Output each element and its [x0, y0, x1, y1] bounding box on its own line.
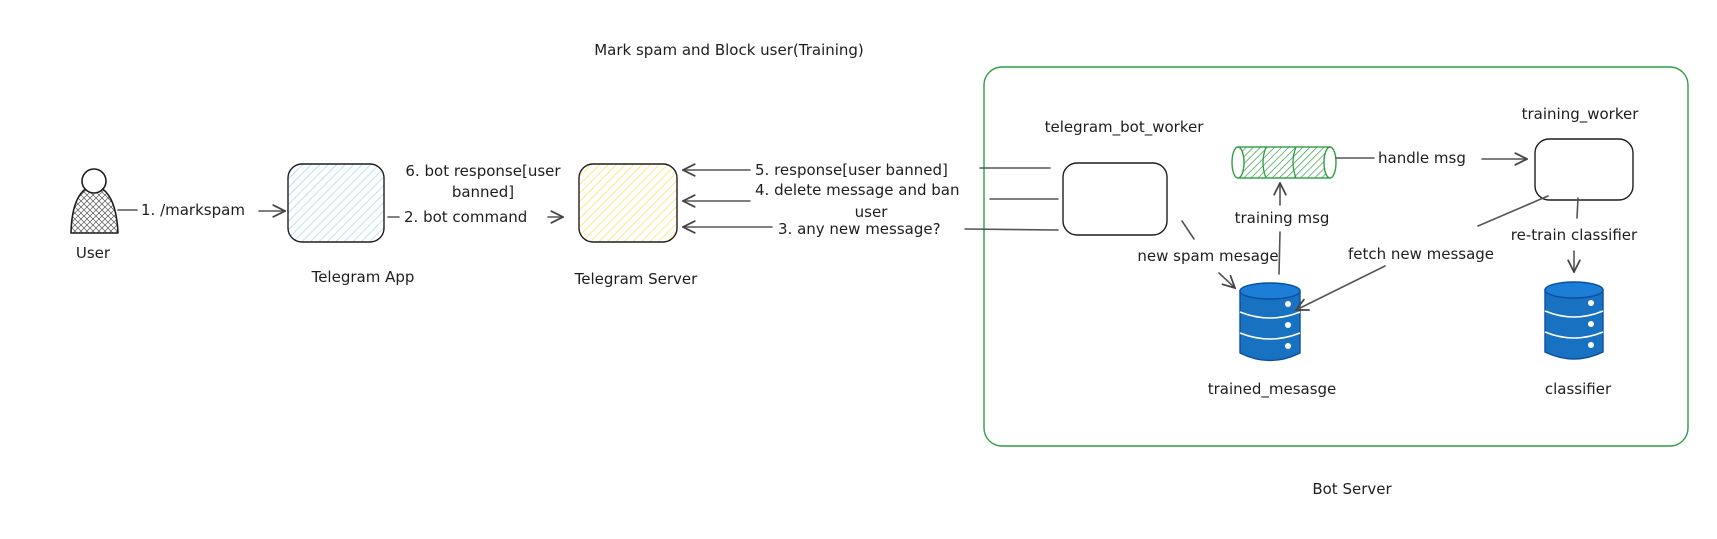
- edge-fetch-arrow: [1296, 265, 1386, 310]
- training-worker-label: training_worker: [1522, 105, 1640, 124]
- edge-handle-msg-label: handle msg: [1378, 149, 1466, 167]
- edge-new-spam-label: new spam mesage: [1137, 247, 1278, 265]
- edge-retrain-label: re-train classifier: [1511, 226, 1638, 244]
- telegram-bot-worker-box[interactable]: [1062, 162, 1168, 236]
- bot-server-label: Bot Server: [1312, 480, 1392, 498]
- edge-any-new-line-b: [964, 228, 1059, 231]
- bot-server-group: [983, 66, 1689, 447]
- trained-message-database-icon: [1239, 282, 1301, 362]
- edge-bot-response-label-1: 6. bot response[user: [405, 162, 561, 180]
- user-label: User: [76, 244, 111, 262]
- telegram-server-label: Telegram Server: [574, 270, 699, 288]
- user-actor-icon: [70, 168, 119, 234]
- telegram-bot-worker-label: telegram_bot_worker: [1045, 118, 1205, 137]
- diagram-title: Mark spam and Block user(Training): [594, 41, 864, 59]
- edge-bot-response-label-2: banned]: [452, 183, 514, 201]
- edge-bot-command-label: 2. bot command: [404, 208, 527, 226]
- training-worker-box[interactable]: [1534, 138, 1634, 201]
- telegram-app-box[interactable]: [287, 163, 385, 243]
- training-msg-label: training msg: [1235, 209, 1330, 227]
- classifier-label: classifier: [1545, 380, 1612, 398]
- edge-delete-label-1: 4. delete message and ban: [755, 181, 960, 199]
- edge-response-label: 5. response[user banned]: [755, 161, 948, 179]
- telegram-app-label: Telegram App: [311, 268, 415, 286]
- classifier-database-icon: [1544, 281, 1604, 360]
- edge-new-spam-line-a: [1181, 220, 1195, 240]
- edge-retrain-line-a: [1576, 197, 1579, 219]
- edge-db-to-queue-line: [1278, 231, 1281, 275]
- edge-new-spam-arrow: [1218, 272, 1235, 288]
- training-msg-queue-icon: [1231, 146, 1337, 179]
- edge-markspam-label: 1. /markspam: [141, 201, 245, 219]
- edge-fetch-label: fetch new message: [1348, 245, 1494, 263]
- edge-fetch-line-a: [1477, 195, 1549, 227]
- edge-any-new-label: 3. any new message?: [778, 220, 941, 238]
- edge-delete-label-2: user: [855, 203, 889, 221]
- telegram-server-box[interactable]: [578, 163, 678, 243]
- trained-message-label: trained_mesasge: [1208, 380, 1337, 399]
